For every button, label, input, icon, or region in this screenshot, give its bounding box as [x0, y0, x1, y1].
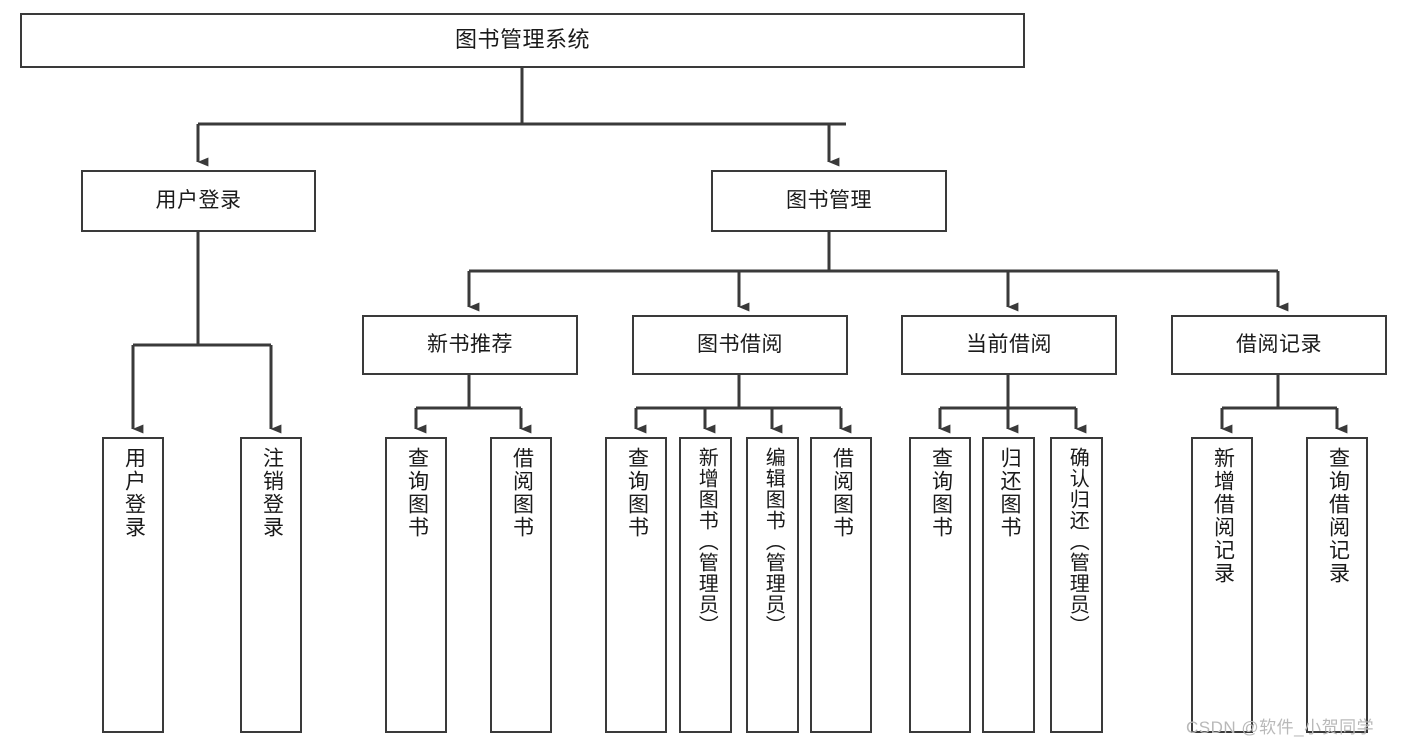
node-label: 借阅记录 [1236, 333, 1322, 357]
leaf-label: 确认归还（管理员） [1066, 447, 1089, 636]
leaf-label: 用户登录 [122, 447, 146, 539]
leaf-label: 新增图书（管理员） [695, 447, 718, 636]
node-borrow-record[interactable]: 借阅记录 [1171, 315, 1387, 375]
leaf-borrow-query-book[interactable]: 查询图书 [605, 437, 667, 733]
node-label: 新书推荐 [427, 333, 513, 357]
leaf-newbook-query-book[interactable]: 查询图书 [385, 437, 447, 733]
node-label: 图书管理 [786, 189, 872, 213]
node-current-borrow[interactable]: 当前借阅 [901, 315, 1117, 375]
leaf-record-query-borrow-record[interactable]: 查询借阅记录 [1306, 437, 1368, 733]
leaf-borrow-borrow-book[interactable]: 借阅图书 [810, 437, 872, 733]
leaf-label: 新增借阅记录 [1211, 447, 1235, 585]
leaf-logout-login[interactable]: 注销登录 [240, 437, 302, 733]
leaf-record-add-borrow-record[interactable]: 新增借阅记录 [1191, 437, 1253, 733]
leaf-label: 注销登录 [260, 447, 284, 539]
node-label: 图书管理系统 [454, 27, 590, 53]
leaf-label: 借阅图书 [830, 447, 854, 539]
leaf-current-query-book[interactable]: 查询图书 [909, 437, 971, 733]
leaf-label: 查询图书 [405, 447, 429, 539]
leaf-label: 查询图书 [625, 447, 649, 539]
leaf-label: 编辑图书（管理员） [762, 447, 785, 636]
node-user-login[interactable]: 用户登录 [81, 170, 316, 232]
leaf-current-confirm-return-admin[interactable]: 确认归还（管理员） [1050, 437, 1103, 733]
node-label: 当前借阅 [966, 333, 1052, 357]
node-root-book-management-system[interactable]: 图书管理系统 [20, 13, 1025, 68]
node-book-management[interactable]: 图书管理 [711, 170, 947, 232]
node-book-borrow[interactable]: 图书借阅 [632, 315, 848, 375]
node-label: 图书借阅 [697, 333, 783, 357]
node-new-book-recommend[interactable]: 新书推荐 [362, 315, 578, 375]
leaf-label: 借阅图书 [510, 447, 534, 539]
leaf-newbook-borrow-book[interactable]: 借阅图书 [490, 437, 552, 733]
leaf-label: 查询图书 [929, 447, 953, 539]
leaf-label: 归还图书 [997, 447, 1021, 539]
node-label: 用户登录 [155, 189, 242, 213]
leaf-borrow-add-book-admin[interactable]: 新增图书（管理员） [679, 437, 732, 733]
leaf-borrow-edit-book-admin[interactable]: 编辑图书（管理员） [746, 437, 799, 733]
watermark-csdn: CSDN @软件_小贺同学 [1186, 718, 1375, 737]
leaf-current-return-book[interactable]: 归还图书 [982, 437, 1035, 733]
leaf-label: 查询借阅记录 [1326, 447, 1350, 585]
leaf-user-login[interactable]: 用户登录 [102, 437, 164, 733]
